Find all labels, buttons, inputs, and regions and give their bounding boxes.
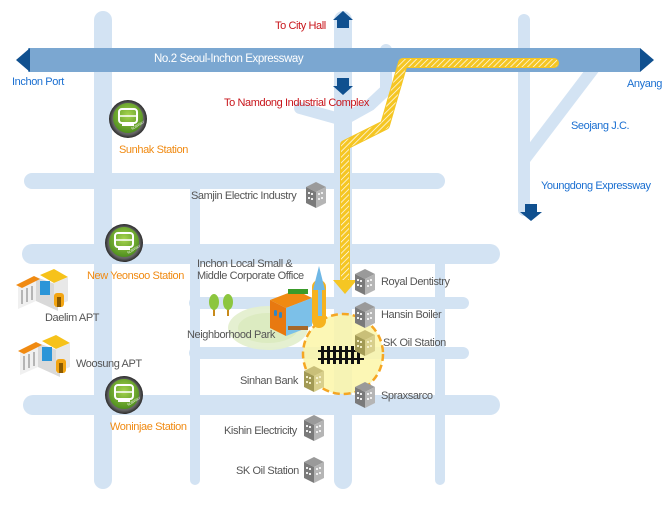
apartment-icon	[16, 269, 68, 311]
building-icon	[355, 382, 375, 408]
subway-icon[interactable]	[104, 375, 144, 415]
office-building-icon[interactable]	[270, 266, 326, 336]
landmark-label: SK Oil Station	[383, 337, 446, 349]
inchon-port-label[interactable]: Inchon Port	[12, 76, 64, 88]
arrow-left-icon	[16, 48, 30, 72]
expressway-bar	[16, 48, 654, 72]
subway-icon[interactable]	[108, 99, 148, 139]
apartment-icon	[18, 335, 70, 377]
arrow-right-icon	[640, 48, 654, 72]
station-label[interactable]: Sunhak Station	[119, 144, 189, 156]
landmark-label: Royal Dentistry	[381, 276, 450, 288]
railroad-crossing-icon	[318, 346, 364, 364]
building-icon	[355, 330, 375, 356]
arrow-up-icon	[333, 11, 353, 28]
building-icon	[306, 182, 326, 208]
building-icon	[355, 302, 375, 328]
landmark-label: Spraxsarco	[381, 390, 433, 402]
expressway-label: No.2 Seoul-Inchon Expressway	[154, 53, 304, 65]
building-icon	[304, 457, 324, 483]
landmark-label: SK Oil Station	[236, 465, 299, 477]
anyang-label[interactable]: Anyang	[627, 78, 662, 90]
apartment-label: Daelim APT	[45, 312, 100, 324]
subway-icon[interactable]	[104, 223, 144, 263]
landmark-label: Samjin Electric Industry	[191, 190, 297, 202]
to-city-hall-label[interactable]: To City Hall	[275, 20, 326, 32]
building-icon	[304, 366, 324, 392]
building-icon	[304, 415, 324, 441]
tree-icon	[209, 294, 233, 316]
apartment-label: Woosung APT	[76, 358, 142, 370]
landmark-label: Sinhan Bank	[240, 375, 298, 387]
station-label[interactable]: Woninjae Station	[110, 421, 187, 433]
landmark-label: Kishin Electricity	[224, 425, 297, 437]
park-label: Neighborhood Park	[187, 329, 275, 341]
arrow-down-icon	[520, 204, 542, 221]
landmark-label: Hansin Boiler	[381, 309, 442, 321]
seojang-jc-label: Seojang J.C.	[571, 120, 630, 132]
destination-label-line2: Middle Corporate Office	[197, 270, 304, 282]
to-namdong-label[interactable]: To Namdong Industrial Complex	[224, 97, 369, 109]
destination-label-line1: Inchon Local Small &	[197, 258, 293, 270]
station-label[interactable]: New Yeonsoo Station	[87, 270, 184, 282]
youngdong-expressway-label[interactable]: Youngdong Expressway	[541, 180, 651, 192]
building-icon	[355, 269, 375, 295]
route-path	[333, 58, 559, 294]
arrow-down-icon	[333, 78, 353, 95]
